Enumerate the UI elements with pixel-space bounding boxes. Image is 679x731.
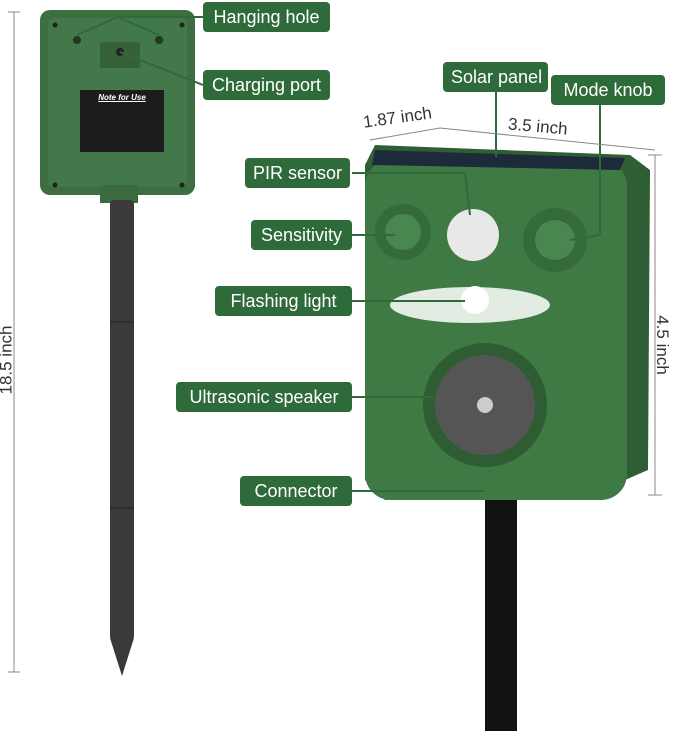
dimension-total-height: 18.5 inch [0,325,16,395]
note-for-use-sticker: Note for Use [80,90,164,152]
dimension-box-height: 4.5 inch [652,315,672,375]
hanging-hole-left [73,36,81,44]
pir-sensor [447,209,499,261]
label-ultrasonic-speaker: Ultrasonic speaker [176,382,352,412]
note-title: Note for Use [98,93,146,102]
label-sensitivity: Sensitivity [251,220,352,250]
solar-panel [372,150,625,170]
ground-stake [110,200,134,640]
label-flashing-light: Flashing light [215,286,352,316]
label-connector: Connector [240,476,352,506]
label-charging-port: Charging port [203,70,330,100]
label-solar-panel: Solar panel [443,62,548,92]
label-pir-sensor: PIR sensor [245,158,350,188]
label-hanging-hole: Hanging hole [203,2,330,32]
mounting-pole [485,490,517,731]
hanging-hole-right [155,36,163,44]
label-mode-knob: Mode knob [551,75,665,105]
